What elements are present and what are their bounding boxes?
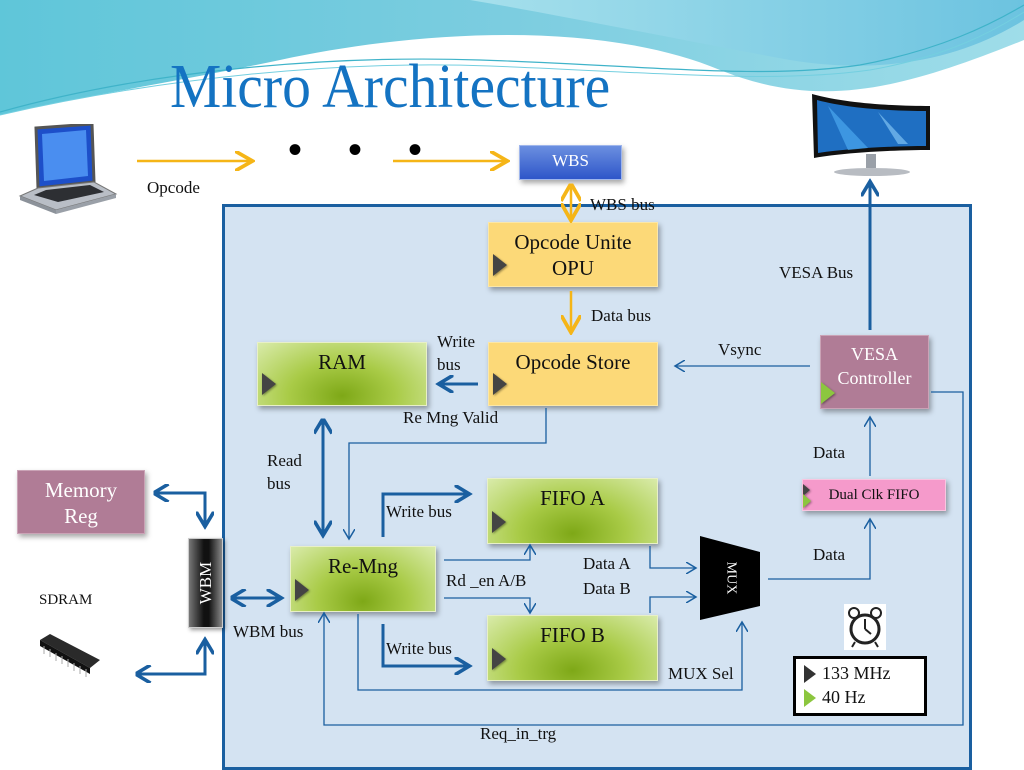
fast-clock-triangle-icon	[804, 665, 816, 683]
fifo-a-label: FIFO A	[540, 486, 605, 510]
mux-label: MUX	[723, 561, 739, 595]
write-bus-b-label: Write bus	[386, 639, 452, 658]
memory-reg-block[interactable]: Memory Reg	[17, 470, 145, 534]
opu-line-1: Opcode Unite	[514, 230, 632, 254]
ellipsis-dots: • • •	[288, 127, 441, 172]
vsync-label: Vsync	[718, 340, 762, 359]
read-bus-label-1: Read	[267, 451, 302, 470]
opcode-store-block[interactable]: Opcode Store	[488, 342, 658, 406]
slide-title: Micro Architecture	[170, 53, 611, 121]
clock-triangle-icon	[821, 382, 835, 404]
vesa-controller-block[interactable]: VESA Controller	[820, 335, 929, 409]
dual-clk-fifo-label: Dual Clk FIFO	[828, 487, 920, 503]
memory-reg-line-1: Memory	[44, 478, 118, 502]
vesa-bus-label: VESA Bus	[779, 263, 854, 282]
clock-fast-label: 133 MHz	[822, 663, 891, 683]
fifo-b-label: FIFO B	[540, 623, 605, 647]
data-b-label: Data B	[583, 579, 631, 598]
opcode-label: Opcode	[147, 178, 200, 197]
clock-triangle-icon	[493, 254, 507, 276]
vesa-line-1: VESA	[850, 344, 898, 364]
write-bus-a-label: Write bus	[386, 502, 452, 521]
re-mng-label: Re-Mng	[328, 554, 398, 578]
opcode-store-label: Opcode Store	[515, 350, 631, 374]
req-in-trg-label: Req_in_trg	[480, 724, 557, 743]
ram-label: RAM	[318, 350, 366, 374]
rd-en-label: Rd _en A/B	[446, 571, 527, 590]
clock-slow-label: 40 Hz	[822, 687, 866, 707]
mux-sel-label: MUX Sel	[668, 664, 734, 683]
re-mng-block[interactable]: Re-Mng	[290, 546, 436, 612]
opcode-unit-block[interactable]: Opcode Unite OPU	[488, 222, 658, 287]
read-bus-label-2: bus	[267, 474, 291, 493]
wbm-block[interactable]: WBM	[188, 538, 223, 628]
opu-line-2: OPU	[551, 256, 594, 280]
clock-triangle-icon	[493, 373, 507, 395]
write-bus-ram-label-1: Write	[437, 332, 476, 351]
monitor-icon	[812, 94, 930, 176]
fifo-b-block[interactable]: FIFO B	[487, 615, 658, 681]
data-bus-label: Data bus	[591, 306, 651, 325]
laptop-icon	[18, 124, 118, 214]
clock-triangle-icon	[492, 511, 506, 533]
ram-block[interactable]: RAM	[257, 342, 427, 406]
vesa-line-2: Controller	[837, 368, 912, 388]
re-mng-valid-label: Re Mng Valid	[403, 408, 499, 427]
clock-legend: 133 MHz 40 Hz	[793, 656, 927, 716]
data-mux-out-label: Data	[813, 545, 846, 564]
sdram-label: SDRAM	[39, 592, 93, 608]
data-a-label: Data A	[583, 554, 631, 573]
sdram-chip-icon	[40, 634, 100, 677]
data-to-vesa-label: Data	[813, 443, 846, 462]
clock-triangle-icon	[262, 373, 276, 395]
write-bus-ram-label-2: bus	[437, 355, 461, 374]
clock-triangle-icon	[492, 648, 506, 670]
dual-clk-fifo-block[interactable]: Dual Clk FIFO	[802, 479, 946, 511]
wbs-block[interactable]: WBS	[519, 145, 622, 180]
slow-clock-triangle-icon	[804, 689, 816, 707]
wbs-bus-label: WBS bus	[590, 195, 655, 214]
wbm-bus-label: WBM bus	[233, 622, 304, 641]
fifo-a-block[interactable]: FIFO A	[487, 478, 658, 544]
alarm-clock-icon	[844, 604, 886, 650]
clock-triangle-icon	[803, 494, 811, 508]
wbm-label: WBM	[195, 561, 215, 605]
memory-reg-line-2: Reg	[64, 504, 98, 528]
clock-triangle-icon	[295, 579, 309, 601]
